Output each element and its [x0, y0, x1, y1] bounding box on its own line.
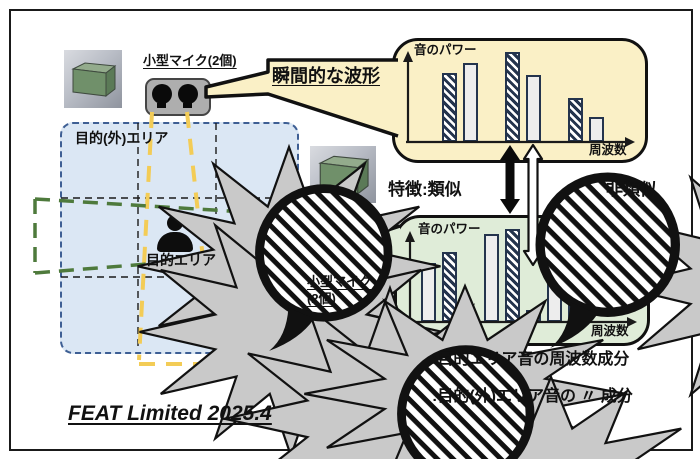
- spectrum-chart-bottom: [421, 229, 583, 322]
- feature-similar-label: 特徴:類似: [388, 180, 462, 199]
- chart-bar-outside: [463, 63, 478, 142]
- mic-capsule-icon: [316, 241, 336, 261]
- target-area-label: 目的エリア: [146, 252, 216, 268]
- mic-capsule-icon: [316, 215, 336, 235]
- chart-bar-target: [505, 52, 520, 142]
- bottom-chart-xlabel: 周波数: [591, 324, 629, 338]
- small-mic-pair-top: [145, 78, 211, 116]
- legend-swatch-outside: [388, 385, 428, 410]
- feature-dissimilar-label: 非類似: [606, 180, 657, 199]
- chart-bar-outside: [484, 234, 499, 322]
- mic-right-label-line1: 小型マイク: [307, 274, 372, 289]
- spectrum-chart-top: [442, 52, 604, 142]
- chart-bar-target: [568, 276, 583, 322]
- waveform-note-label: 瞬間的な波形: [272, 66, 380, 86]
- mic-right-label-line2: (2個): [307, 291, 336, 306]
- chart-bar-target: [505, 229, 520, 322]
- bottom-chart-ylabel: 音のパワー: [418, 222, 481, 236]
- chart-bar-target: [442, 252, 457, 322]
- person-icon: [167, 215, 183, 231]
- small-mic-pair-right: [311, 209, 345, 273]
- legend-swatch-target: [388, 348, 428, 373]
- chart-bar-outside: [526, 75, 541, 142]
- credit-text: FEAT Limited 2025.4: [68, 402, 272, 425]
- legend-outside-text: :目的(外)エリア音の 〃 成分: [432, 388, 633, 405]
- mic-base-icon: [316, 233, 325, 238]
- mic-base-icon: [316, 259, 325, 264]
- chart-bar-target: [568, 98, 583, 142]
- mic-capsule-icon: [178, 84, 198, 104]
- top-chart-xlabel: 周波数: [589, 143, 627, 157]
- chart-bar-outside: [526, 310, 541, 322]
- top-chart-ylabel: 音のパワー: [414, 43, 477, 57]
- chart-bar-outside: [421, 263, 436, 322]
- chart-bar-outside: [589, 117, 604, 142]
- mic-top-label: 小型マイク(2個): [143, 53, 237, 68]
- area-mic-device-photo-right: [310, 146, 376, 203]
- legend-target-text: :目的エリア音の周波数成分: [432, 351, 630, 368]
- area-mic-device-photo-left: [64, 50, 122, 108]
- green-device-icon: [71, 62, 117, 98]
- chart-bar-outside: [547, 267, 562, 322]
- chart-bar-target: [442, 73, 457, 142]
- outside-area-label: 目的(外)エリア: [75, 130, 169, 146]
- green-device-icon: [318, 155, 370, 196]
- mic-base-icon: [183, 103, 192, 108]
- mic-capsule-icon: [152, 84, 172, 104]
- mic-base-icon: [157, 103, 166, 108]
